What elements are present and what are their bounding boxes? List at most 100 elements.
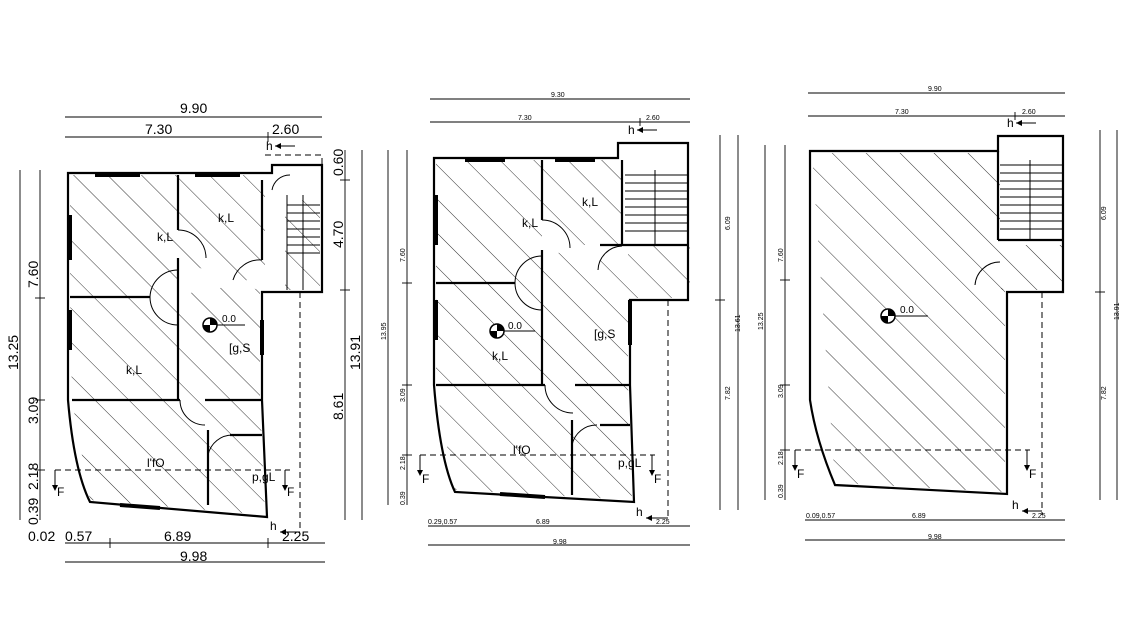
dimension-label: 0.57	[65, 528, 92, 544]
dimension-label: 13.25	[5, 335, 21, 370]
level-marker	[489, 323, 535, 339]
section-label: h	[636, 505, 643, 519]
room-area	[628, 245, 690, 298]
room-area	[436, 385, 632, 500]
dimension-label: 7.82	[725, 386, 732, 400]
level-marker	[880, 308, 928, 324]
dimension-label: 0.39	[778, 484, 785, 498]
level-label: 0.0	[222, 314, 236, 325]
door-swing	[149, 269, 179, 298]
dimension-label: 13.91	[1114, 302, 1121, 320]
level-label: 0.0	[900, 305, 914, 316]
room-area	[70, 175, 178, 295]
room-area	[178, 285, 260, 400]
dimension-label: 3.09	[400, 388, 407, 402]
room-label: k,L	[218, 211, 234, 225]
door-swing	[232, 259, 263, 281]
dimension-label: 6.89	[912, 513, 926, 520]
dimension-label: 7.60	[778, 248, 785, 262]
stair-treads	[287, 195, 320, 290]
room-area	[436, 160, 542, 283]
dimension-label: 3.09	[25, 397, 41, 424]
room-label: l'fO	[147, 456, 165, 470]
room-label: [g,S	[229, 341, 250, 355]
dimension-label: 13.61	[735, 314, 742, 332]
room-area	[542, 250, 628, 385]
dimension-label: 2.18	[25, 463, 41, 490]
room-label: p,gL	[252, 470, 276, 484]
dimension-label: 2.18	[778, 451, 785, 465]
door-swing	[271, 174, 291, 191]
section-label: F	[654, 472, 661, 486]
door-swing	[514, 282, 543, 311]
dimension-label: 9.98	[180, 548, 207, 564]
room-area	[436, 283, 542, 385]
section-label: F	[797, 467, 804, 481]
dimension-label: 0.60	[330, 149, 346, 176]
door-swing	[177, 229, 207, 259]
dimension-label: 7.30	[145, 121, 172, 137]
section-label: h	[270, 519, 277, 533]
plan-3: 0.0 h h F F 9.90 7.30 2.60 0.09,0.57 6.8…	[758, 86, 1121, 541]
room-label: k,L	[157, 230, 173, 244]
door-swing	[207, 434, 234, 456]
dimension-label: 3.09	[778, 384, 785, 398]
door-swing	[541, 219, 571, 249]
section-label: F	[1029, 467, 1036, 481]
dimension-label: 9.98	[928, 534, 942, 541]
dimension-label: 8.61	[330, 393, 346, 420]
dimension-label: 2.60	[646, 115, 660, 122]
dimension-label: 2.25	[282, 528, 309, 544]
level-label: 0.0	[508, 321, 522, 332]
dimension-label: 2.25	[656, 519, 670, 526]
room-label: k,L	[582, 195, 598, 209]
stair-treads	[625, 170, 688, 245]
dimension-label: 0.02	[28, 528, 55, 544]
room-label: k,L	[522, 216, 538, 230]
outer-wall	[432, 141, 690, 504]
dimension-label: 7.30	[518, 115, 532, 122]
upper-outline	[265, 154, 323, 172]
dimension-label: 4.70	[330, 221, 346, 248]
room-label: k,L	[126, 363, 142, 377]
room-area	[72, 400, 265, 515]
dimension-label: 7.60	[25, 261, 41, 288]
section-label: F	[57, 485, 64, 499]
door-swing	[149, 296, 179, 326]
room-label: p,gL	[618, 456, 642, 470]
door-swing	[514, 255, 543, 284]
dimension-label: 0.29,0.57	[428, 519, 457, 526]
room-label: l'fO	[513, 443, 531, 457]
room-area	[542, 160, 622, 245]
dimension-label: 2.60	[272, 121, 299, 137]
dimension-label: 2.18	[400, 456, 407, 470]
door-swing	[179, 399, 206, 426]
dimension-label: 7.30	[895, 109, 909, 116]
dimension-label: 2.25	[1032, 513, 1046, 520]
dimension-label: 9.90	[928, 86, 942, 93]
dimension-label: 6.09	[725, 216, 732, 230]
level-marker	[202, 317, 245, 333]
plan-2: 0.0 k,L k,L k,L [g,S l'fO p,gL h h F F 9…	[381, 92, 742, 546]
dimension-label: 0.39	[25, 498, 41, 525]
dimension-label: 13.25	[758, 312, 765, 330]
plan-1: 0.0 k,L k,L k,L [g,S l'fO p,gL h h F F 9…	[5, 100, 363, 564]
dimension-label: 6.89	[536, 519, 550, 526]
section-label: h	[1007, 116, 1014, 130]
stair-treads	[1000, 160, 1062, 240]
outer-wall	[808, 134, 1065, 496]
dimension-label: 6.09	[1101, 206, 1108, 220]
door-swing	[597, 245, 623, 271]
dimension-label: 0.09,0.57	[806, 513, 835, 520]
floor-area	[812, 153, 1005, 492]
room-area	[178, 175, 265, 285]
dimension-label: 9.98	[553, 539, 567, 546]
section-label: h	[628, 123, 635, 137]
door-swing	[974, 261, 1001, 286]
dimension-label: 7.60	[400, 248, 407, 262]
dimension-label: 2.60	[1022, 109, 1036, 116]
section-label: F	[287, 485, 294, 499]
dimension-label: 6.89	[164, 528, 191, 544]
section-label: h	[1012, 498, 1019, 512]
section-label: h	[266, 139, 273, 153]
